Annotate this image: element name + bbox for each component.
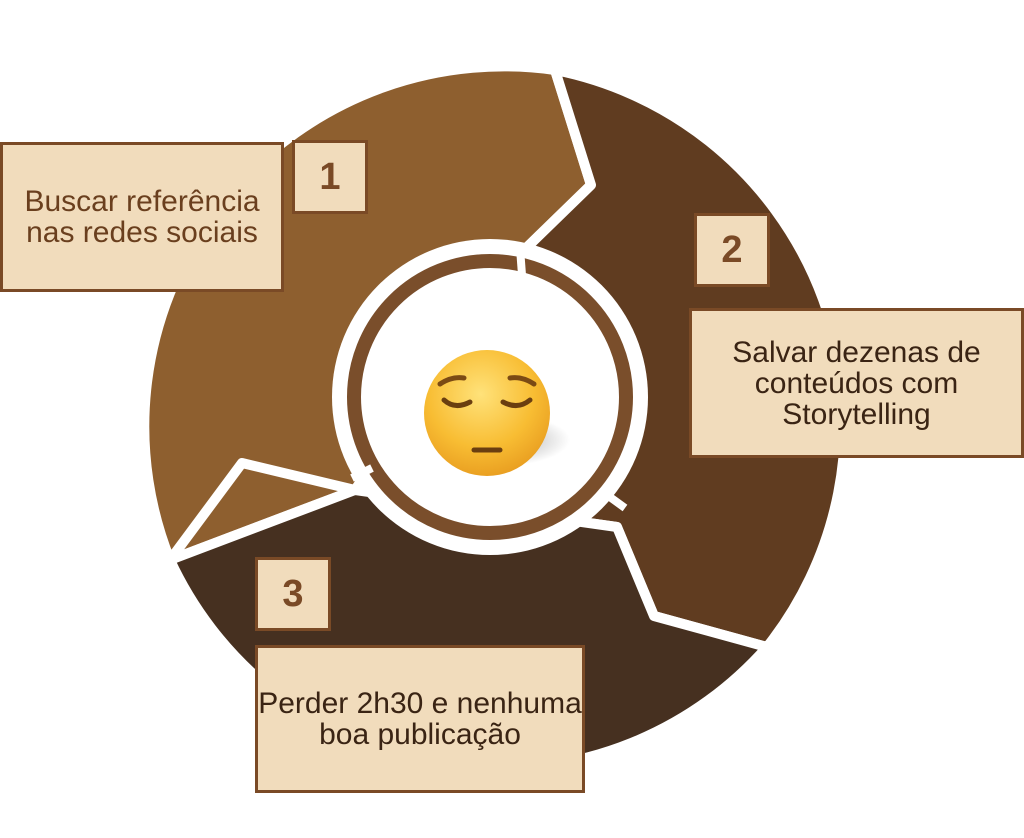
ring-gap-3 (350, 464, 374, 482)
step-3-number: 3 (282, 572, 304, 615)
inner-ring-band (347, 254, 633, 540)
step-1-box: Buscar referência nas redes sociais (0, 142, 284, 292)
step-3-label: Perder 2h30 e nenhuma boa publicação (258, 687, 582, 751)
ring-gap-2 (600, 488, 628, 512)
step-2-number-badge: 2 (694, 213, 770, 287)
step-1-number: 1 (319, 155, 341, 198)
step-3-box: Perder 2h30 e nenhuma boa publicação (255, 645, 585, 793)
step-2-label: Salvar dezenas de conteúdos com Storytel… (732, 335, 981, 431)
step-1-label: Buscar referência nas redes sociais (24, 185, 260, 249)
ring-gap-1 (516, 247, 526, 276)
step-2-box: Salvar dezenas de conteúdos com Storytel… (689, 308, 1024, 458)
pensive-face-icon (424, 350, 570, 476)
step-1-number-badge: 1 (292, 140, 368, 214)
step-3-number-badge: 3 (255, 557, 331, 631)
step-2-number: 2 (721, 228, 743, 271)
separator-3-1 (148, 458, 357, 570)
